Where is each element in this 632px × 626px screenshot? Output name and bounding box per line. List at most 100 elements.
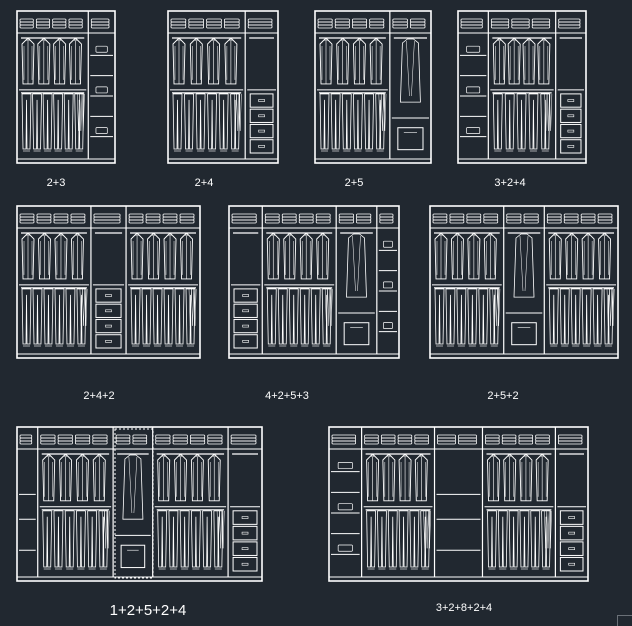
drawer-handle (567, 129, 575, 133)
tie (104, 510, 108, 549)
folded-clothes (397, 434, 413, 445)
hanging-coat (366, 454, 380, 502)
folded-clothes (93, 213, 121, 224)
folded-layer (57, 434, 73, 439)
folded-layer (338, 219, 354, 224)
drawer (559, 525, 584, 541)
trouser-legs (504, 93, 515, 150)
folded-layer (466, 216, 482, 221)
tie (191, 288, 195, 326)
folded-layer (52, 21, 67, 26)
trouser-legs (179, 510, 190, 568)
folded-stack (337, 462, 353, 469)
trouser-legs (76, 510, 86, 568)
tie (84, 288, 88, 326)
hanging-trousers (87, 510, 98, 570)
hanging-coat (598, 233, 612, 280)
folded-layer (188, 24, 204, 29)
drawer-handle (242, 294, 249, 297)
hanging-coat (172, 38, 186, 85)
folded-layer (128, 219, 144, 224)
hanging-trousers (277, 288, 288, 347)
hanging-trousers (559, 288, 570, 347)
trouser-legs (519, 510, 530, 568)
folded-layer (35, 24, 51, 29)
folded-layer (145, 216, 161, 221)
folded-layer (338, 213, 354, 218)
trouser-legs (42, 510, 53, 568)
hanging-trousers (434, 288, 445, 347)
tie (428, 510, 431, 549)
folded-layer (356, 219, 372, 224)
coat-body (70, 234, 84, 280)
folded-clothes (531, 18, 551, 29)
trouser-legs (213, 510, 224, 568)
coat-body (37, 39, 51, 85)
folded-layer (546, 213, 562, 218)
folded-layer (490, 24, 510, 29)
tie (221, 510, 225, 549)
folded-clothes (19, 213, 35, 224)
hanging-trousers (319, 93, 330, 152)
coat-body (299, 234, 313, 280)
trouser-legs (548, 288, 559, 345)
hanging-trousers (366, 510, 377, 570)
hanging-trousers (21, 93, 32, 152)
folded-layer (397, 440, 413, 445)
tie (609, 288, 613, 326)
folded-clothes (19, 18, 34, 29)
hanging-trousers (516, 93, 527, 152)
folded-layer (189, 434, 206, 439)
folded-layer (432, 219, 448, 224)
folded-layer (298, 216, 314, 221)
drawer (560, 139, 582, 154)
folded-layer (410, 21, 426, 26)
hanging-trousers (398, 510, 409, 570)
hanging-coat (130, 233, 144, 280)
hanging-trousers (76, 510, 86, 570)
hanging-coat (503, 454, 517, 502)
folded-stack (466, 86, 481, 94)
folded-layer (558, 21, 581, 26)
folded-clothes (128, 213, 144, 224)
folded-layer (506, 219, 522, 224)
folded-layer (230, 440, 257, 445)
trouser-legs (53, 93, 64, 150)
folded-layer (356, 213, 372, 218)
folded-layer (317, 21, 333, 26)
hanging-trousers (174, 288, 185, 347)
coat-body (382, 455, 396, 502)
storage-box (343, 322, 370, 346)
folded-layer (511, 18, 530, 23)
folded-layer (563, 213, 579, 218)
folded-layer (369, 21, 385, 26)
folded-layer (432, 216, 448, 221)
hanging-trousers (341, 93, 352, 152)
folded-layer (19, 18, 34, 23)
hanging-coat (581, 233, 595, 280)
trouser-legs (319, 93, 330, 150)
drawer-handle (567, 145, 575, 148)
folded-layer (179, 219, 195, 224)
hanging-coat (336, 38, 350, 85)
trouser-legs (497, 510, 508, 568)
folded-clothes (132, 434, 148, 445)
folded-layer (52, 24, 67, 29)
trouser-legs (489, 288, 500, 345)
wardrobe-2-4-2 (16, 205, 201, 359)
folded-layer (115, 440, 131, 445)
folded-layer (392, 18, 408, 23)
label-wardrobe-2-3: 2+3 (46, 177, 66, 189)
folded-layer (317, 18, 333, 23)
ties (188, 288, 197, 326)
folded-clothes (298, 213, 314, 224)
coat-body (503, 455, 517, 502)
folded-layer (70, 216, 86, 221)
trouser-legs (353, 93, 363, 150)
tie (549, 93, 553, 131)
trouser-legs (141, 288, 152, 345)
folded-layer (334, 21, 350, 26)
coat-body (283, 234, 297, 280)
folded-layer (53, 219, 69, 224)
hanging-trousers (207, 93, 217, 152)
